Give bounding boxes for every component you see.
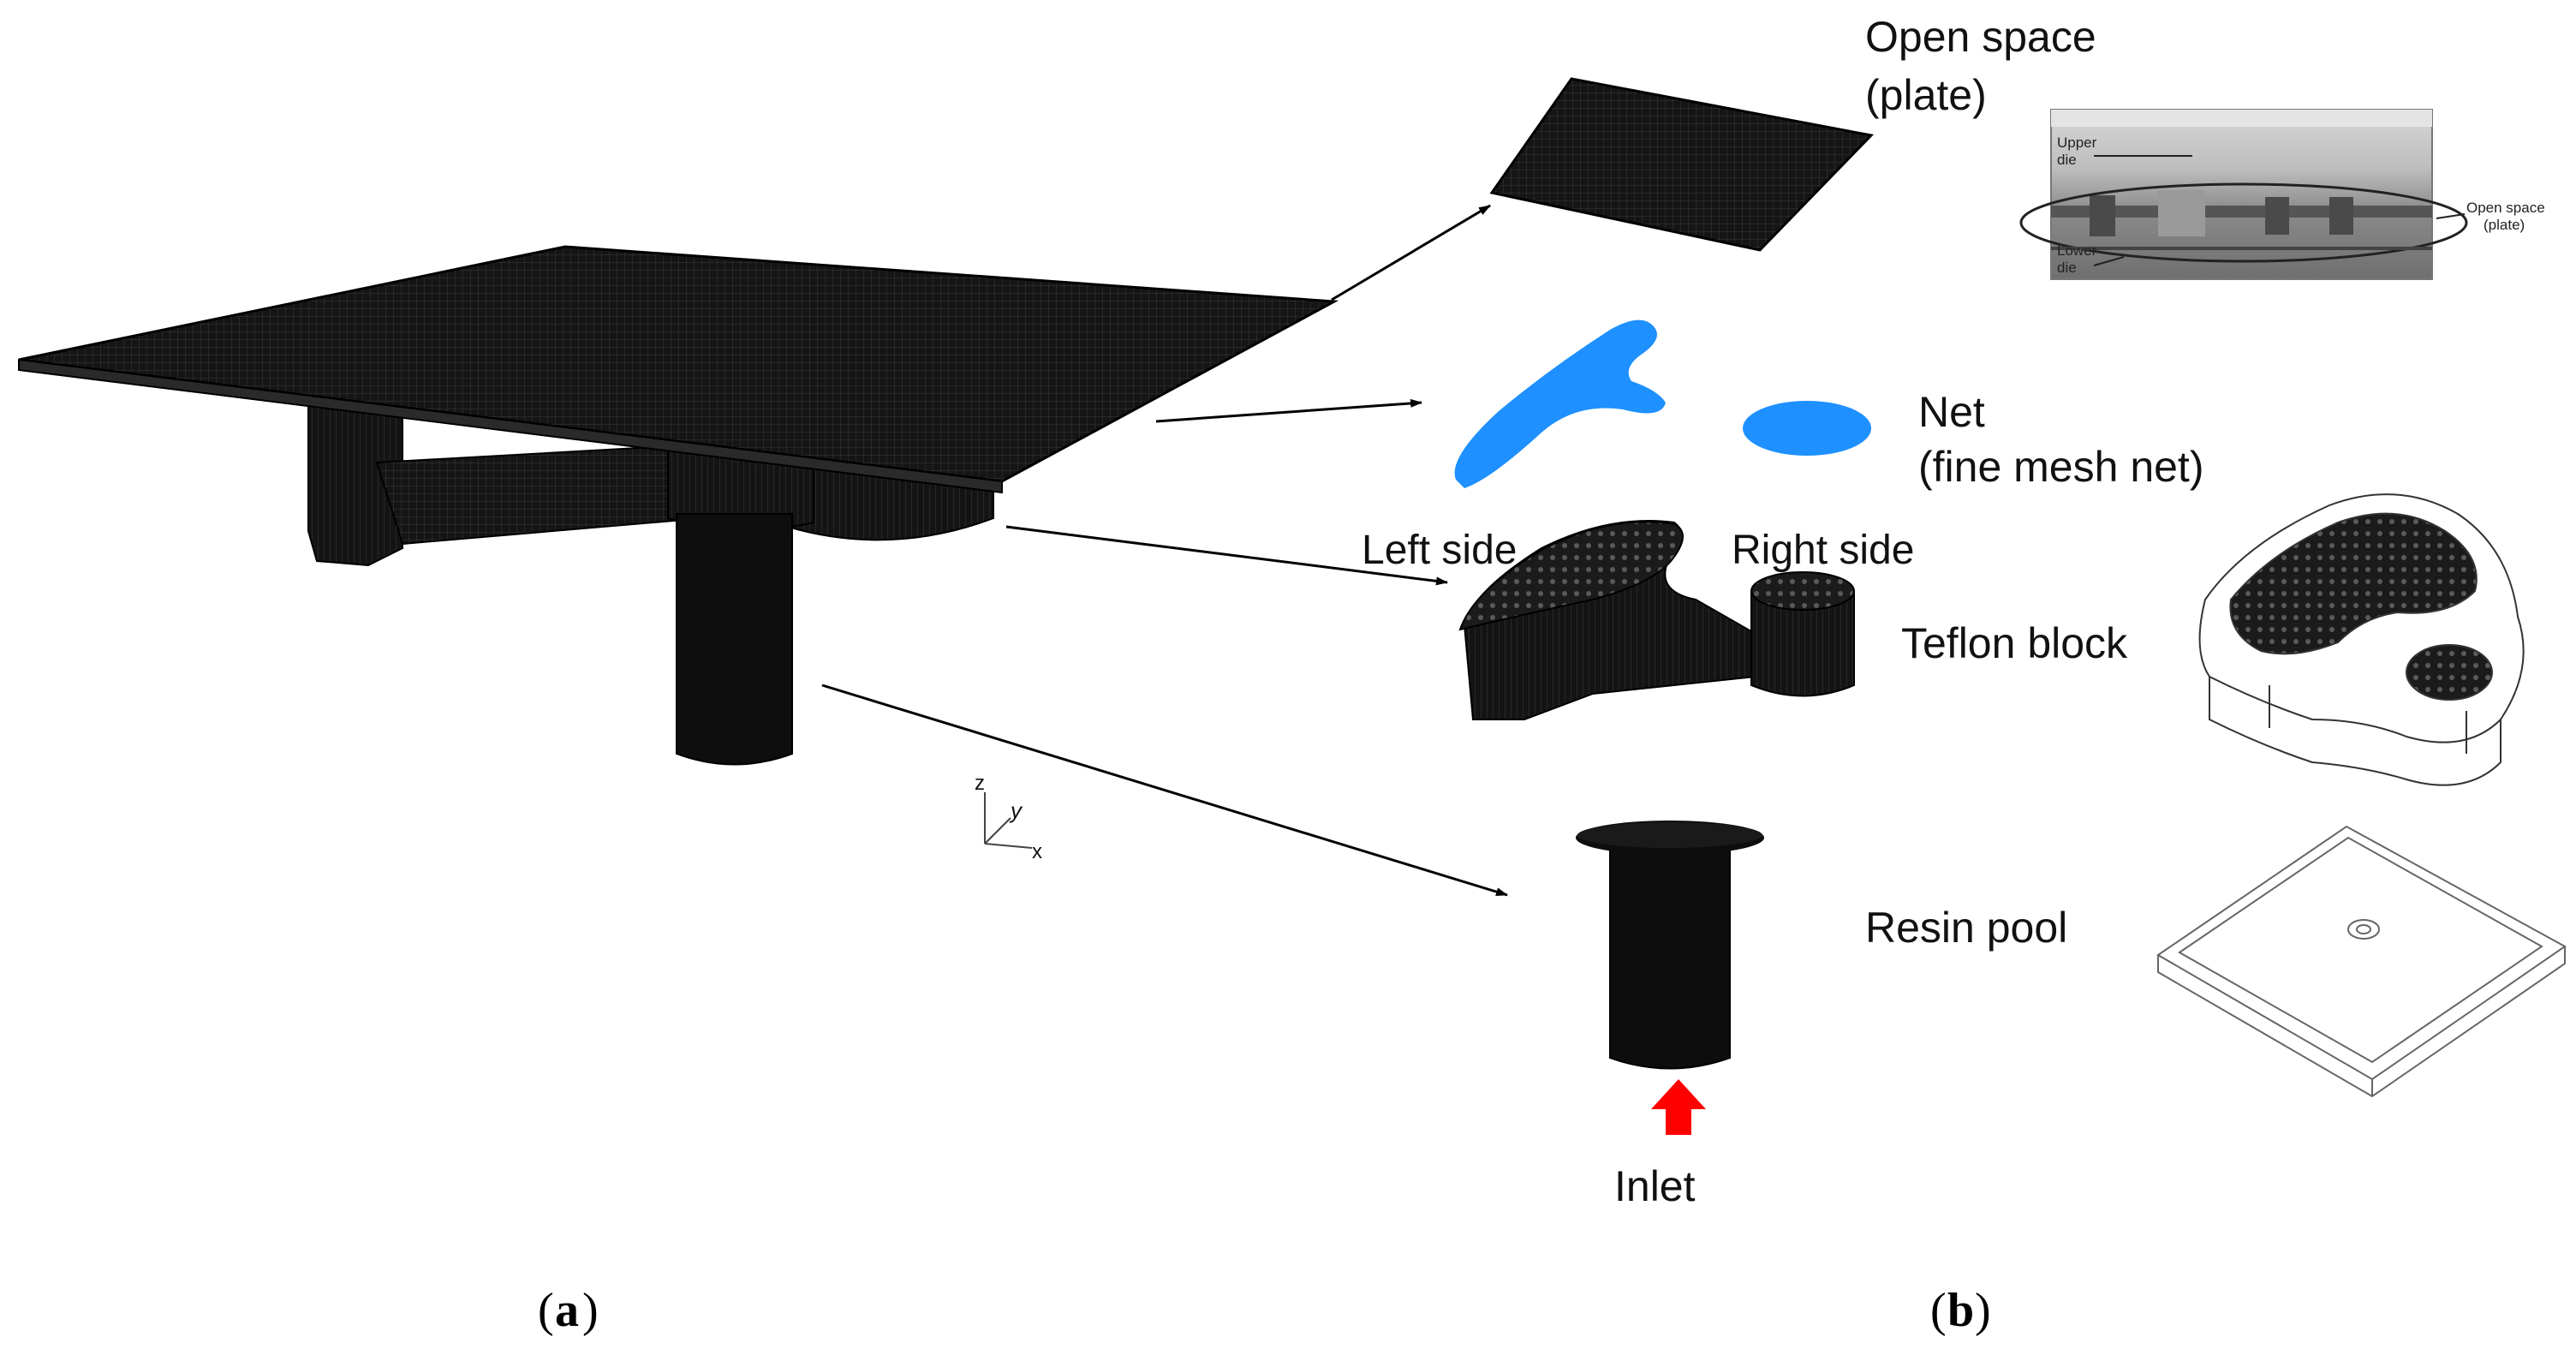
- svg-text:(: (: [1930, 1284, 1947, 1337]
- label-left-side: Left side: [1362, 528, 1517, 573]
- caption-b: b: [1947, 1284, 1974, 1337]
- component-resin-pool: [1576, 821, 1764, 1070]
- panel-captions: ( a ) ( b ): [538, 1284, 1991, 1337]
- photo-label-open-space-1: Open space: [2466, 200, 2545, 216]
- component-teflon-block: [1458, 520, 1855, 720]
- label-open-space-1: Open space: [1865, 13, 2096, 61]
- label-right-side: Right side: [1732, 528, 1914, 573]
- svg-text:): ): [582, 1284, 599, 1337]
- resin-pool-drawing: [2156, 825, 2567, 1098]
- mesh-inlet-pipe: [676, 513, 793, 766]
- label-inlet: Inlet: [1614, 1162, 1696, 1210]
- label-resin-pool: Resin pool: [1865, 904, 2067, 952]
- assembled-mesh-model: [18, 245, 1339, 766]
- component-plate: [1489, 77, 1875, 252]
- arrow-to-teflon: [1005, 525, 1448, 586]
- axis-y-label: y: [1009, 797, 1023, 823]
- axis-z-label: z: [975, 772, 985, 795]
- mesh-plate-edge: [18, 358, 1003, 494]
- label-net-1: Net: [1918, 388, 1985, 436]
- label-open-space-2: (plate): [1865, 71, 1987, 119]
- photo-label-lower-1: Lower: [2057, 242, 2097, 259]
- axes-triad: z y x: [975, 772, 1042, 863]
- svg-text:(: (: [538, 1284, 554, 1337]
- net-right-patch: [1743, 401, 1871, 456]
- component-net: [1454, 319, 1871, 488]
- net-left-patch: [1454, 319, 1666, 488]
- connector-arrows: [821, 204, 1508, 897]
- photo-label-open-space-2: (plate): [2484, 217, 2525, 233]
- label-net-2: (fine mesh net): [1918, 443, 2203, 491]
- open-space-photo: Upper die Lower die Open space (plate): [2019, 109, 2545, 280]
- caption-a: a: [555, 1284, 579, 1337]
- arrow-to-net: [1155, 398, 1422, 423]
- photo-label-upper-1: Upper: [2057, 134, 2097, 151]
- axis-x-label: x: [1032, 840, 1042, 863]
- label-teflon-block: Teflon block: [1901, 619, 2128, 667]
- svg-text:): ): [1975, 1284, 1991, 1337]
- teflon-block-drawing: [2198, 493, 2525, 786]
- component-labels: Open space (plate) Net (fine mesh net) L…: [1362, 13, 2203, 1210]
- arrow-to-plate: [1331, 204, 1491, 301]
- inlet-arrow: [1651, 1079, 1706, 1135]
- arrow-to-resin-pool: [821, 683, 1508, 897]
- photo-label-lower-2: die: [2057, 260, 2077, 276]
- photo-label-upper-2: die: [2057, 152, 2077, 168]
